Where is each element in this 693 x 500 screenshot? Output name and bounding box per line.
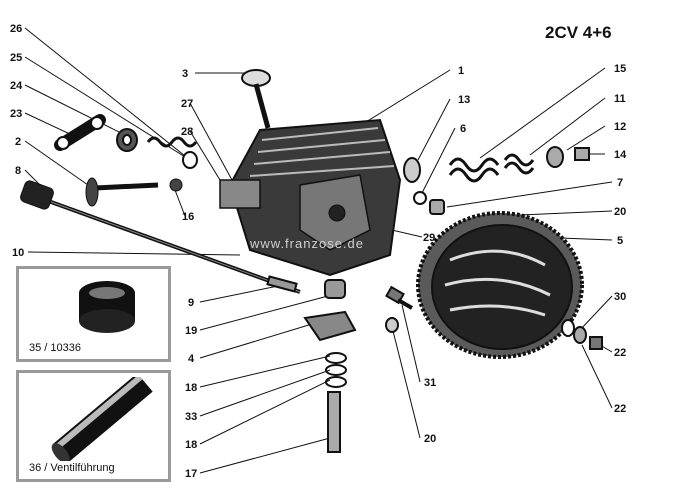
callout-25: 24 [10,80,23,92]
callout-28: 27 [181,98,193,110]
callout-8: 8 [15,165,21,177]
callout-22: 22 [614,347,626,359]
callout-5: 5 [617,235,623,247]
valve-and-pushrod [20,177,301,294]
inset-label-35: 35 / 10336 [29,342,81,354]
inset-label-36: 36 / Ventilführung [29,462,115,474]
callout-32: 31 [424,377,436,389]
leader-lines [24,27,613,474]
rocker-assembly-parts [266,275,357,453]
callout-9: 9 [188,297,194,309]
callout-29: 28 [181,126,193,138]
cylinder-head [169,118,402,277]
callout-13: 13 [458,94,470,106]
callout-11: 11 [614,93,626,105]
rocker-cover [416,211,584,359]
callout-18-upper: 18 [185,382,197,394]
callout-21: 20 [614,206,626,218]
diagram-title: 2CV 4+6 [545,23,612,42]
callout-19: 19 [185,325,197,337]
callout-1: 1 [458,65,464,77]
callout-4: 4 [188,353,195,365]
callout-18-lower: 18 [185,439,197,451]
callout-17: 17 [185,468,197,480]
callout-31: 30 [614,291,626,303]
callout-33: 33 [185,411,197,423]
callout-12: 12 [614,121,626,133]
valve-guide-illustration [51,377,153,461]
callout-26: 25 [10,52,22,64]
callout-10: 10 [12,247,24,259]
cover-nut-parts [561,319,603,350]
callout-2: 2 [15,136,21,148]
callout-numbers: 26 25 24 23 2 8 3 27 28 1 13 6 15 11 12 … [10,23,627,480]
valve-springs [403,146,590,215]
callout-15: 15 [614,63,626,75]
watermark: www.franzose.de [249,236,364,251]
ring-seal-illustration [79,281,135,333]
callout-27: 26 [10,23,22,35]
callout-16: 16 [182,211,194,223]
inset-part-36: 36 / Ventilführung [16,370,171,482]
callout-23: 22 [614,403,626,415]
callout-14: 14 [614,149,627,161]
bolt-32 [385,285,413,333]
callout-20: 20 [424,433,436,445]
callout-7: 7 [617,177,623,189]
callout-24: 23 [10,108,22,120]
rocker-small-parts [54,114,198,169]
callout-3: 3 [182,68,188,80]
callout-6: 6 [460,123,466,135]
valve-3 [241,69,271,129]
callout-30: 29 [423,232,435,244]
inset-part-35: 35 / 10336 [16,266,171,362]
